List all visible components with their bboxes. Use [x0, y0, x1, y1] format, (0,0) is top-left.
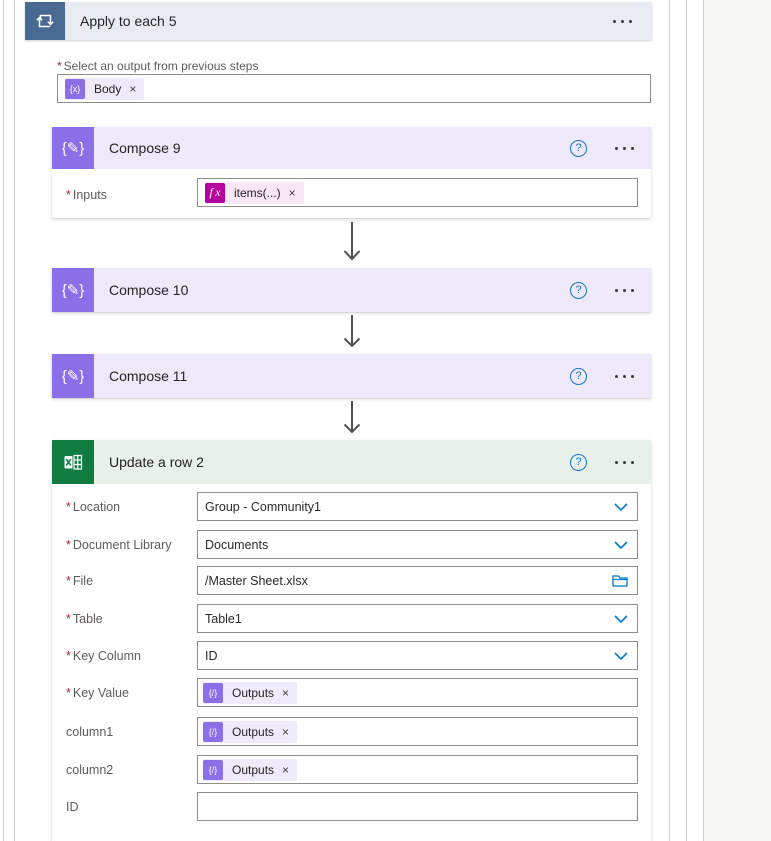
chevron-down-icon[interactable]: [614, 502, 628, 511]
compose-9-title: Compose 9: [109, 140, 181, 156]
fx-expression-icon: f x: [205, 182, 225, 203]
inputs-label: *Inputs: [66, 188, 107, 202]
outputs-token[interactable]: {/} Outputs ×: [203, 681, 298, 704]
file-label: *File: [66, 574, 94, 588]
connector-arrow[interactable]: [340, 315, 364, 351]
location-dropdown[interactable]: Group - Community1: [197, 492, 638, 521]
remove-items-token-icon[interactable]: ×: [288, 185, 296, 200]
compose-icon: {✎}: [52, 127, 94, 169]
connector-arrow[interactable]: [340, 222, 364, 264]
help-icon[interactable]: ?: [570, 281, 587, 299]
document-library-label: *Document Library: [66, 538, 172, 552]
compose-9-inputs-field[interactable]: f x items(...) ×: [197, 178, 638, 207]
apply-to-each-title: Apply to each 5: [80, 13, 177, 29]
excel-icon: [52, 440, 94, 484]
required-marker: *: [57, 59, 62, 73]
remove-outputs-token-icon[interactable]: ×: [282, 724, 290, 739]
apply-to-each-menu-ellipsis-icon[interactable]: [609, 16, 636, 27]
compose-11-header[interactable]: {✎} Compose 11 ?: [52, 354, 651, 398]
compose-11-title: Compose 11: [109, 368, 188, 384]
update-a-row-menu-ellipsis-icon[interactable]: [611, 457, 638, 468]
compose-icon: {✎}: [52, 268, 94, 312]
column2-field[interactable]: {/} Outputs ×: [197, 755, 638, 784]
chevron-down-icon[interactable]: [614, 651, 628, 660]
compose-10-header[interactable]: {✎} Compose 10 ?: [52, 268, 651, 312]
compose-10-menu-ellipsis-icon[interactable]: [611, 285, 638, 296]
select-output-label: *Select an output from previous steps: [57, 59, 259, 73]
apply-to-each-header[interactable]: Apply to each 5: [25, 2, 652, 40]
remove-outputs-token-icon[interactable]: ×: [282, 762, 290, 777]
table-label: *Table: [66, 612, 103, 626]
outputs-dynamic-icon: {/}: [203, 759, 223, 780]
help-icon[interactable]: ?: [570, 367, 587, 385]
dynamic-content-icon: {x}: [65, 78, 85, 99]
update-a-row-header[interactable]: Update a row 2 ?: [52, 440, 651, 484]
help-icon[interactable]: ?: [570, 453, 587, 471]
compose-9-menu-ellipsis-icon[interactable]: [611, 143, 638, 154]
compose-9-header[interactable]: {✎} Compose 9 ?: [52, 127, 651, 169]
column2-label: column2: [66, 763, 114, 777]
remove-body-token-icon[interactable]: ×: [129, 81, 137, 96]
connector-arrow[interactable]: [340, 401, 364, 437]
help-icon[interactable]: ?: [570, 139, 587, 157]
compose-10-title: Compose 10: [109, 282, 189, 298]
document-library-dropdown[interactable]: Documents: [197, 530, 638, 559]
outputs-dynamic-icon: {/}: [203, 682, 223, 703]
id-label: ID: [66, 800, 79, 814]
outputs-dynamic-icon: {/}: [203, 721, 223, 742]
location-label: *Location: [66, 500, 121, 514]
column1-field[interactable]: {/} Outputs ×: [197, 717, 638, 746]
outputs-token[interactable]: {/} Outputs ×: [203, 758, 298, 781]
outer-scope-border-right: [686, 0, 687, 841]
folder-picker-icon[interactable]: [612, 574, 628, 587]
outer-scope-border-left: [3, 0, 4, 841]
id-field[interactable]: [197, 792, 638, 821]
scope-border-right: [669, 0, 670, 841]
key-value-label: *Key Value: [66, 686, 129, 700]
compose-10-card: {✎} Compose 10 ?: [52, 268, 651, 312]
outputs-token[interactable]: {/} Outputs ×: [203, 720, 298, 743]
apply-to-each-loop-icon: [25, 2, 65, 40]
key-column-dropdown[interactable]: ID: [197, 641, 638, 670]
key-column-label: *Key Column: [66, 649, 141, 663]
compose-11-card: {✎} Compose 11 ?: [52, 354, 651, 398]
column1-label: column1: [66, 725, 114, 739]
remove-outputs-token-icon[interactable]: ×: [282, 685, 290, 700]
items-expression-token[interactable]: f x items(...) ×: [205, 181, 304, 204]
body-token[interactable]: {x} Body ×: [65, 77, 145, 100]
update-a-row-card: Update a row 2 ? *Location Group - Commu…: [52, 440, 651, 841]
scope-border-left: [14, 0, 15, 841]
compose-icon: {✎}: [52, 354, 94, 398]
update-a-row-title: Update a row 2: [109, 454, 204, 470]
select-output-input[interactable]: {x} Body ×: [57, 74, 651, 103]
chevron-down-icon[interactable]: [614, 614, 628, 623]
compose-9-card: {✎} Compose 9 ? *Inputs f x items(...) ×: [52, 127, 651, 218]
compose-11-menu-ellipsis-icon[interactable]: [611, 371, 638, 382]
chevron-down-icon[interactable]: [614, 540, 628, 549]
key-value-field[interactable]: {/} Outputs ×: [197, 678, 638, 707]
table-dropdown[interactable]: Table1: [197, 604, 638, 633]
canvas-background: [703, 0, 771, 841]
file-picker-field[interactable]: /Master Sheet.xlsx: [197, 566, 638, 595]
